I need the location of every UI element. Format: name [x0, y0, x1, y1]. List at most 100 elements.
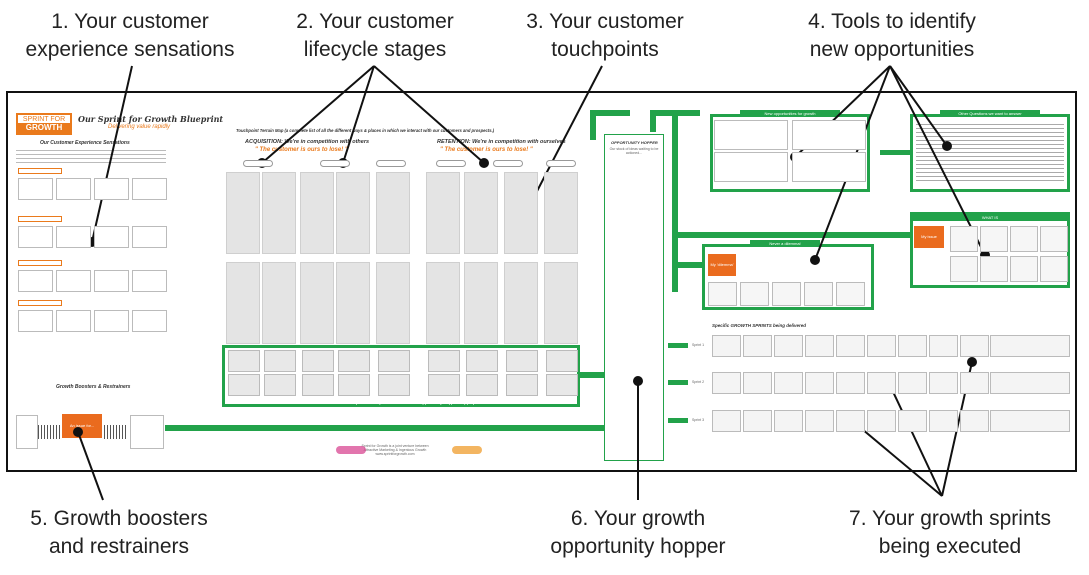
experience-cell: [18, 270, 53, 292]
callout-boosters: 5. Growth boosters and restrainers: [4, 505, 234, 561]
lifecycle-stage-pill: [376, 160, 406, 167]
new-opportunities-title: New opportunities for growth: [740, 110, 840, 117]
sprint-outcome-card: [990, 372, 1070, 394]
sprint-arrow: [668, 343, 688, 348]
sprint-step-card: [712, 410, 741, 432]
development-cell: [338, 350, 370, 372]
touchpoint-cell: [504, 172, 538, 254]
callout-line: lifecycle stages: [303, 38, 447, 61]
development-cell: [338, 374, 370, 396]
connector-top-right-drop: [650, 110, 656, 132]
what-is-cell: [1010, 226, 1038, 252]
callout-tools: 4. Tools to identify new opportunities: [772, 8, 1012, 64]
other-questions-title: Other Questions we want to answer: [940, 110, 1040, 117]
pointer-line-7b: [887, 380, 943, 497]
retention-quote: " The customer is ours to lose! ": [440, 147, 533, 153]
sprint-step-card: [929, 372, 958, 394]
logo-text-bottom: GROWTH: [18, 123, 70, 133]
sprint-step-card: [960, 372, 989, 394]
what-is-title: WHAT IS: [981, 215, 999, 220]
my-issue-box[interactable]: My issue: [914, 226, 944, 248]
pointer-dot: [967, 357, 977, 367]
sprint-step-card: [743, 335, 772, 357]
development-cell: [302, 350, 334, 372]
callout-line: 3. Your customer: [526, 10, 684, 33]
experience-cell: [94, 270, 129, 292]
credit-line: Sprint for Growth is a joint venture bet…: [361, 444, 429, 448]
sprint-step-card: [774, 410, 803, 432]
touchpoint-cell: [300, 262, 334, 344]
callout-line: and restrainers: [48, 535, 190, 558]
development-cell: [428, 374, 460, 396]
connector-top-drop: [590, 110, 596, 140]
sprint-step-card: [867, 372, 896, 394]
lifecycle-stage-pill: [243, 160, 273, 167]
sprint-step-card: [712, 372, 741, 394]
never-a-dilemma-title: Never a dilemma!: [750, 240, 820, 247]
touchpoint-cell: [262, 172, 296, 254]
experience-row-label: [18, 216, 62, 222]
sprint-step-card: [805, 410, 834, 432]
touchpoint-cell: [544, 262, 578, 344]
sprint-step-card: [898, 410, 927, 432]
connector-band-to-hopper: [580, 372, 606, 378]
opportunity-quadrant: [714, 120, 788, 150]
touchpoint-cell: [300, 172, 334, 254]
development-cell: [506, 374, 538, 396]
pointer-dot: [942, 141, 952, 151]
opportunity-quadrant: [714, 152, 788, 182]
experience-title: Our Customer Experience Sensations: [40, 140, 130, 146]
connector-top-left: [590, 110, 630, 116]
lifecycle-stage-pill: [493, 160, 523, 167]
hopper-title: OPPORTUNITY HOPPER: [611, 140, 658, 145]
lifecycle-stage-pill: [320, 160, 350, 167]
callout-line: experience sensations: [25, 38, 235, 61]
connector-to-tools-mid: [672, 232, 910, 238]
sprint-step-card: [929, 410, 958, 432]
my-dilemma-box[interactable]: My 'dilemma': [708, 254, 736, 276]
what-is-cell: [950, 226, 978, 252]
sprint-step-card: [898, 335, 927, 357]
sprint-step-card: [929, 335, 958, 357]
what-is-cell: [980, 226, 1008, 252]
connector-vertical-tools: [672, 112, 678, 292]
experience-cell: [94, 310, 129, 332]
development-cell: [378, 350, 410, 372]
touchpoint-cell: [464, 262, 498, 344]
touchpoint-footer: You can add these new touchpoint develop…: [300, 400, 485, 405]
credits: Sprint for Growth is a joint venture bet…: [350, 444, 440, 456]
pointer-line-4c: [889, 65, 948, 147]
touchpoint-cell: [376, 172, 410, 254]
development-cell: [264, 350, 296, 372]
pointer-dot: [73, 427, 83, 437]
touchpoint-cell: [504, 262, 538, 344]
sprint-step-card: [805, 335, 834, 357]
callout-line: opportunity hopper: [550, 535, 726, 558]
connector-to-never: [672, 262, 702, 268]
retention-label: RETENTION: We're in competition with our…: [437, 139, 566, 145]
pointer-dot: [633, 376, 643, 386]
pointer-dot: [810, 255, 820, 265]
sprint-step-card: [743, 410, 772, 432]
what-is-cell: [1040, 226, 1068, 252]
sprint-arrow: [668, 418, 688, 423]
sprint-step-card: [867, 410, 896, 432]
experience-intro: [16, 150, 166, 164]
callout-line: new opportunities: [809, 38, 975, 61]
what-is-cell: [1010, 256, 1038, 282]
sprint-step-card: [898, 372, 927, 394]
development-cell: [378, 374, 410, 396]
sprint-step-card: [774, 335, 803, 357]
other-questions-lines: [916, 124, 1064, 184]
experience-row-label: [18, 300, 62, 306]
sprint-step-card: [774, 372, 803, 394]
dilemma-cell: [708, 282, 737, 306]
callout-line: touchpoints: [551, 38, 659, 61]
experience-row-label: [18, 168, 62, 174]
touchpoint-cell: [426, 172, 460, 254]
pointer-line-7a: [855, 423, 943, 497]
touchpoint-cell: [226, 262, 260, 344]
booster-box: [130, 415, 164, 449]
pointer-line-5: [77, 431, 104, 501]
blueprint-subtitle: Delivering value rapidly: [108, 124, 171, 130]
